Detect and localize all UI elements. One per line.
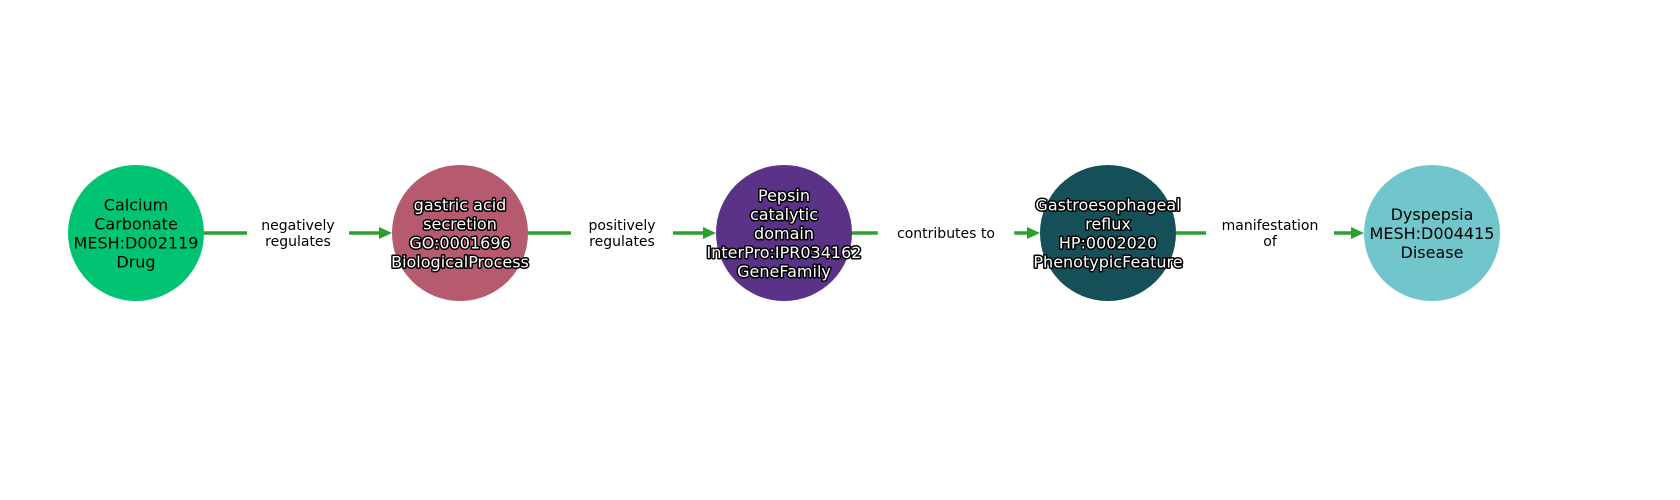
node-label: MESH:D004415 [1370,224,1495,243]
node-label: Pepsin [758,186,810,205]
node-label: catalytic [750,205,818,224]
edge-label: negatively [261,218,334,234]
edge-label: positively [588,218,655,234]
node[interactable]: PepsincatalyticdomainInterPro:IPR034162G… [705,165,863,301]
node-label: PhenotypicFeature [1033,253,1182,272]
node-label: domain [754,224,814,243]
node[interactable]: GastroesophagealrefluxHP:0002020Phenotyp… [1032,165,1184,301]
edge-label: of [1263,234,1278,250]
node-label: reflux [1085,215,1131,234]
edge-label: manifestation [1222,218,1319,234]
arrowhead-icon [1351,227,1364,239]
edge-label: regulates [589,234,655,250]
arrowhead-icon [379,227,392,239]
node-label: Disease [1401,243,1464,262]
node-label: Carbonate [94,215,178,234]
node-circle[interactable] [1364,165,1500,301]
node[interactable]: gastric acidsecretionGO:0001696Biologica… [390,165,530,301]
arrowhead-icon [703,227,716,239]
node-label: Drug [116,253,155,272]
node-label: secretion [423,215,497,234]
node-label: Dyspepsia [1391,205,1474,224]
node-circle[interactable] [716,165,852,301]
node-circle[interactable] [68,165,204,301]
node-circle[interactable] [392,165,528,301]
node-label: BiologicalProcess [391,253,529,272]
node-label: GeneFamily [737,262,831,281]
edge: contributes to [852,226,1040,242]
arrowhead-icon [1027,227,1040,239]
node-label: Gastroesophageal [1035,196,1180,215]
node-label: GO:0001696 [409,234,510,253]
node-label: MESH:D002119 [74,234,199,253]
node-label: HP:0002020 [1059,234,1157,253]
edge-label: contributes to [897,226,995,242]
edge-label: regulates [265,234,331,250]
node-label: gastric acid [414,196,507,215]
node-label: InterPro:IPR034162 [707,243,862,262]
node-circle[interactable] [1040,165,1176,301]
node-label: Calcium [104,196,168,215]
